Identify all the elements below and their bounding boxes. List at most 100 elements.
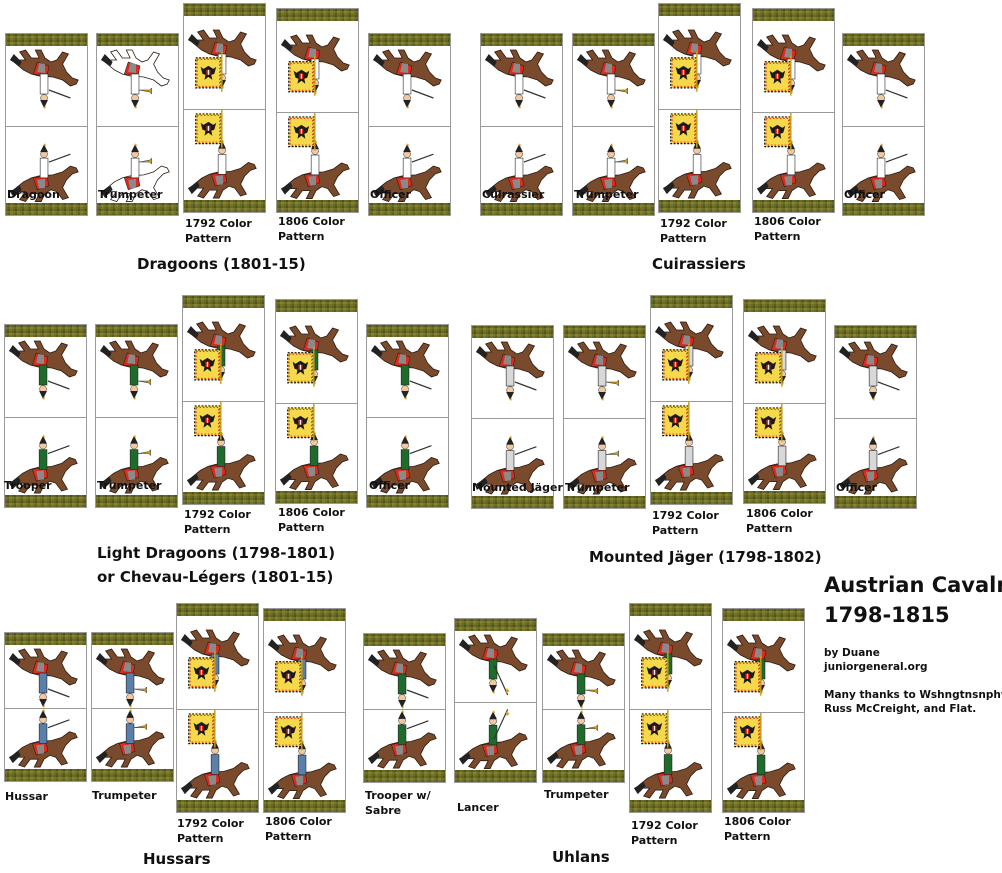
grass-base-top	[364, 634, 445, 646]
fold-line	[744, 402, 825, 404]
cavalry-figure	[99, 434, 169, 494]
grass-base-top	[5, 633, 86, 645]
unit-label-line2: Pattern	[265, 830, 312, 843]
grass-base-top	[835, 326, 916, 338]
grass-base-bottom	[659, 200, 740, 212]
unit-card-0-1	[96, 33, 179, 216]
cavalry-figure-inverted	[633, 629, 703, 692]
author-byline: by Duane	[824, 647, 880, 659]
unit-label-line2: Pattern	[652, 524, 699, 537]
unit-card-4-2	[176, 603, 259, 813]
unit-card-0-0	[5, 33, 88, 216]
cavalry-figure	[475, 435, 545, 495]
unit-card-2-3	[275, 299, 358, 504]
site-link[interactable]: juniorgeneral.org	[824, 661, 928, 673]
unit-label: Hussar	[5, 790, 48, 803]
grass-base-bottom	[369, 203, 450, 215]
cavalry-figure-inverted	[99, 340, 169, 400]
grass-base-top	[177, 604, 258, 616]
cavalry-figure-inverted	[846, 49, 916, 109]
fold-line	[6, 125, 87, 127]
grass-base-top	[92, 633, 173, 645]
section-title: Mounted Jäger (1798-1802)	[589, 548, 822, 566]
cavalry-figure-inverted	[654, 321, 724, 384]
unit-card-1-2	[658, 3, 741, 213]
cavalry-figure	[367, 710, 437, 769]
unit-label: 1792 Color	[652, 509, 719, 522]
cavalry-figure	[8, 709, 78, 768]
unit-card-1-4	[842, 33, 925, 216]
cavalry-figure	[372, 142, 442, 202]
cavalry-figure-inverted	[838, 341, 908, 401]
unit-card-0-2	[183, 3, 266, 213]
section-title: Light Dragoons (1798-1801)	[97, 544, 336, 562]
grass-base-bottom	[472, 496, 553, 508]
cavalry-figure	[747, 403, 817, 490]
cavalry-figure-inverted	[370, 340, 440, 400]
grass-base-top	[573, 34, 654, 46]
unit-label: Trumpeter	[544, 788, 609, 801]
unit-card-2-4	[366, 324, 449, 508]
grass-base-top	[753, 9, 834, 21]
unit-label: Trumpeter	[565, 481, 630, 494]
unit-card-0-4	[368, 33, 451, 216]
grass-base-bottom	[651, 492, 732, 504]
cavalry-figure-inverted	[186, 321, 256, 384]
fold-line	[276, 402, 357, 404]
unit-label: Trumpeter	[574, 188, 639, 201]
grass-base-bottom	[6, 203, 87, 215]
thanks-line1: Many thanks to Wshngtnsnphw,	[824, 689, 1002, 701]
unit-label: Cuirassier	[482, 188, 545, 201]
grass-base-top	[630, 604, 711, 616]
cavalry-figure-inverted	[8, 340, 78, 400]
fold-line	[183, 401, 264, 402]
grass-base-top	[723, 609, 804, 621]
section-title: Dragoons (1801-15)	[137, 255, 306, 273]
grass-base-bottom	[543, 770, 624, 782]
unit-card-4-3	[263, 608, 346, 813]
cavalry-figure	[567, 435, 637, 495]
grass-base-top	[369, 34, 450, 46]
unit-card-3-3	[743, 299, 826, 504]
fold-line	[184, 109, 265, 110]
fold-line	[92, 708, 173, 709]
grass-base-bottom	[367, 495, 448, 507]
unit-label: 1792 Color	[177, 817, 244, 830]
cavalry-figure	[9, 142, 79, 202]
fold-line	[753, 111, 834, 113]
unit-label: Officer	[836, 481, 878, 494]
cavalry-figure-inverted	[187, 29, 257, 92]
cavalry-figure-inverted	[546, 649, 616, 709]
unit-label: 1792 Color	[660, 217, 727, 230]
unit-card-1-0	[480, 33, 563, 216]
fold-line	[367, 417, 448, 418]
unit-label: Dragoon	[7, 188, 60, 201]
cavalry-figure	[846, 142, 916, 202]
fold-line	[659, 109, 740, 110]
grass-base-bottom	[364, 770, 445, 782]
cavalry-figure-inverted	[372, 49, 442, 109]
grass-base-bottom	[630, 800, 711, 812]
fold-line	[843, 125, 924, 127]
unit-card-3-2	[650, 295, 733, 505]
unit-card-3-0	[471, 325, 554, 509]
section-title-line2: or Chevau-Légers (1801-15)	[97, 568, 334, 586]
thanks-line2: Russ McCreight, and Flat.	[824, 703, 977, 715]
grass-base-bottom	[177, 800, 258, 812]
grass-base-top	[183, 296, 264, 308]
unit-card-3-1	[563, 325, 646, 509]
grass-base-bottom	[481, 203, 562, 215]
unit-label: 1792 Color	[184, 508, 251, 521]
cavalry-figure-inverted	[100, 49, 170, 109]
unit-label: Trooper	[4, 479, 52, 492]
grass-base-bottom	[744, 491, 825, 503]
grass-base-bottom	[277, 200, 358, 212]
grass-base-top	[97, 34, 178, 46]
cavalry-figure	[726, 712, 796, 799]
cavalry-figure-inverted	[267, 634, 337, 696]
section-title: Cuirassiers	[652, 255, 746, 273]
cavalry-figure-inverted	[576, 49, 646, 109]
unit-label-line2: Sabre	[365, 804, 402, 817]
unit-card-2-2	[182, 295, 265, 505]
cavalry-figure-inverted	[180, 629, 250, 692]
